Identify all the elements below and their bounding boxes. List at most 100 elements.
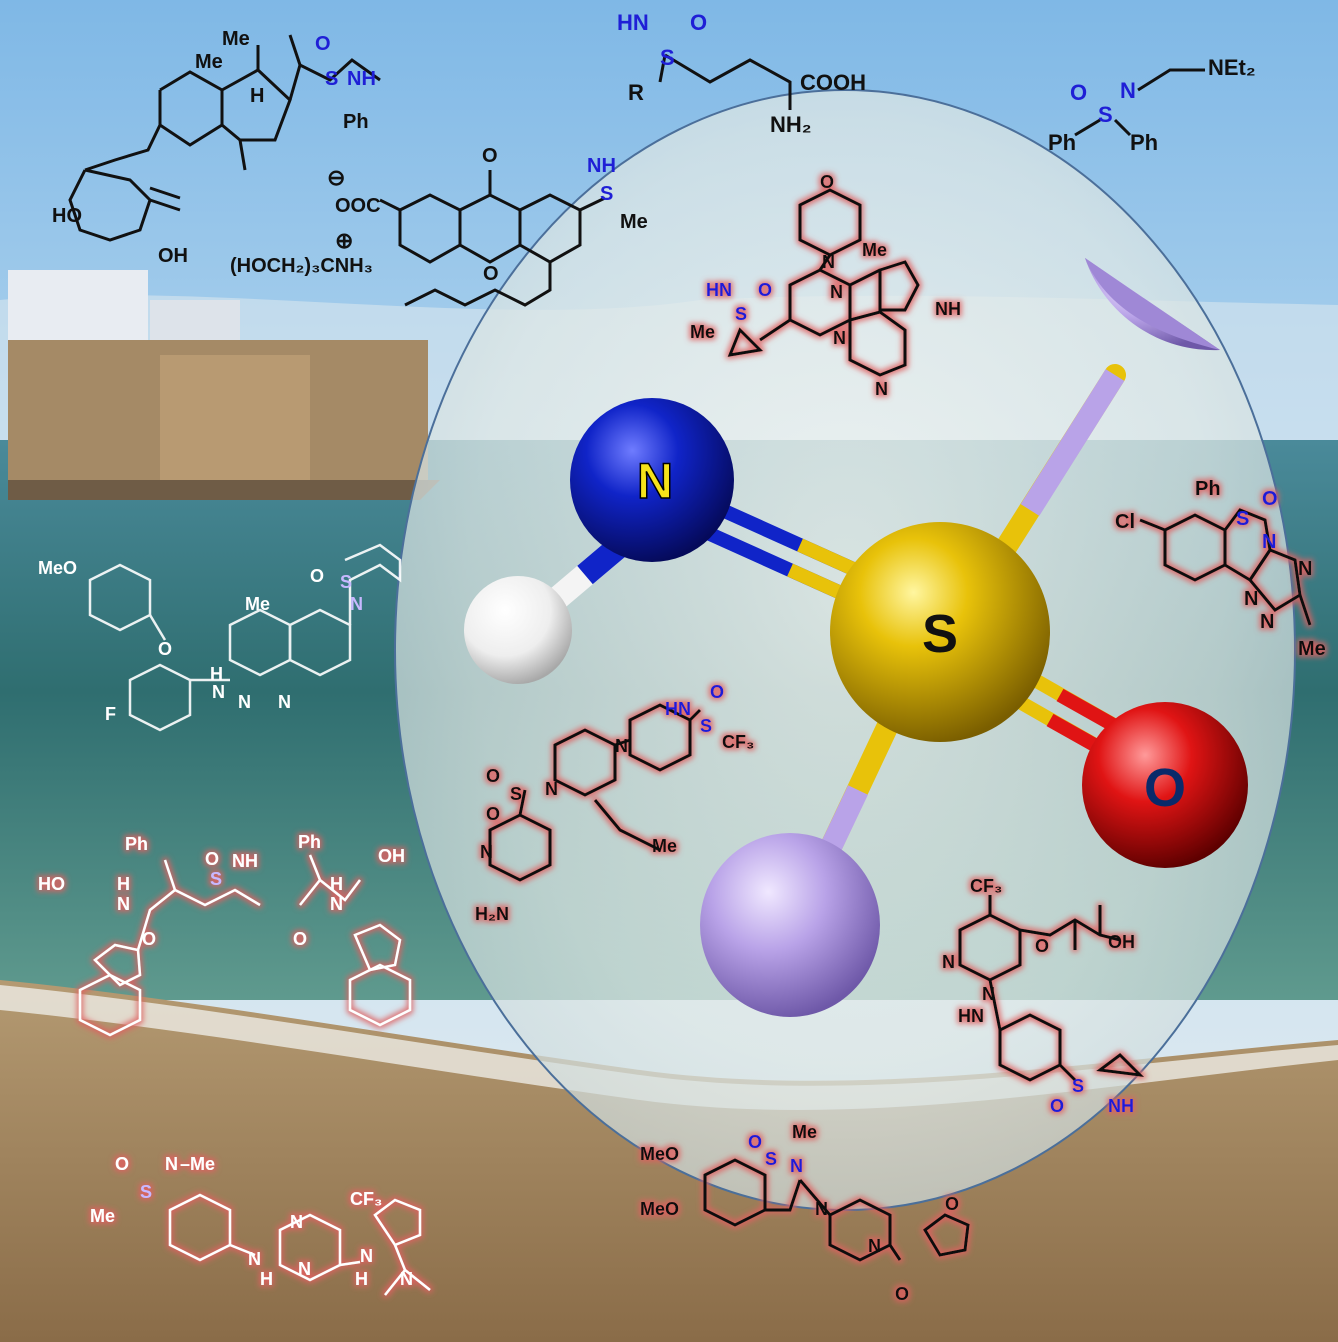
- pept-ph2: Ph: [298, 832, 321, 852]
- nme-me2: Me: [90, 1206, 115, 1226]
- ph2-o: O: [1070, 80, 1087, 105]
- pip-o2: O: [486, 766, 500, 786]
- nme-h1: H: [260, 1269, 273, 1289]
- morph-hn: HN: [706, 280, 732, 300]
- pip-s2: S: [510, 784, 522, 804]
- quin-n4: N: [278, 692, 291, 712]
- cf3pyr-cf3: CF₃: [970, 876, 1002, 896]
- quin-n3: N: [238, 692, 251, 712]
- cf3pyr-o: O: [1035, 936, 1049, 956]
- molecule-furan-piperazine: O S Me N MeO MeO N N O O: [640, 1122, 970, 1304]
- cf3pyr-s: S: [1072, 1076, 1084, 1096]
- xanth-counterion: (HOCH₂)₃CNH₃: [230, 255, 373, 277]
- aa-nh2: NH₂: [770, 112, 812, 137]
- pip-n3: N: [480, 842, 493, 862]
- ph2-s: S: [1098, 102, 1113, 127]
- xanth-s: S: [600, 183, 613, 205]
- molecule-vitamin-d-sulfoximine: [68, 34, 381, 242]
- pept-o3: O: [205, 849, 219, 869]
- pept-oh: OH: [378, 846, 405, 866]
- nitrogen-label: N: [637, 453, 673, 509]
- xanth-nh: NH: [587, 155, 616, 177]
- nme-n5: N: [400, 1269, 413, 1289]
- nme-n2: N: [298, 1259, 311, 1279]
- morph-n1: N: [830, 282, 843, 302]
- furan-s: S: [765, 1149, 777, 1169]
- pept-n1: N: [117, 894, 130, 914]
- morph-n: N: [822, 252, 835, 272]
- pept-o2: O: [293, 929, 307, 949]
- pip-cf3: CF₃: [722, 732, 754, 752]
- oxygen-label: O: [1144, 758, 1186, 818]
- triaz-o: O: [1262, 488, 1278, 510]
- furan-o: O: [748, 1132, 762, 1152]
- pip-o: O: [710, 682, 724, 702]
- furan-n1: N: [815, 1199, 828, 1219]
- vitd-s: S: [325, 68, 338, 90]
- furan-n: N: [790, 1156, 803, 1176]
- pept-h2: H: [330, 874, 343, 894]
- oxygen-atom: [1082, 702, 1248, 868]
- ph2-ph1: Ph: [1048, 130, 1076, 155]
- molecule-triazole: Ph S O N Cl N N N Me: [1115, 478, 1326, 660]
- molecule-n-methyl-sulfoximine: O N –Me S Me CF₃ N N H N H N N: [90, 1154, 431, 1296]
- molecule-indanol-dimer: Ph Ph HO OH H N H N O O O S NH: [38, 832, 412, 1037]
- furan-o3: O: [945, 1194, 959, 1214]
- triaz-n2: N: [1244, 588, 1258, 610]
- morph-n2: N: [833, 328, 846, 348]
- pip-hn: HN: [665, 699, 691, 719]
- triaz-n: N: [1262, 531, 1276, 553]
- morph-o2: O: [758, 280, 772, 300]
- pept-s: S: [210, 869, 222, 889]
- morph-me: Me: [862, 240, 887, 260]
- furan-n2: N: [868, 1236, 881, 1256]
- triaz-n4: N: [1298, 558, 1312, 580]
- cf3pyr-n2: N: [982, 984, 995, 1004]
- furan-meo2: MeO: [640, 1199, 679, 1219]
- vitd-o: O: [315, 33, 331, 55]
- pip-o3: O: [486, 804, 500, 824]
- quin-me: Me: [245, 594, 270, 614]
- quin-n2: N: [212, 682, 225, 702]
- cf3pyr-o2: O: [1050, 1096, 1064, 1116]
- nitrogen-atom: [570, 398, 734, 562]
- vitd-me1: Me: [222, 28, 250, 50]
- cf3pyr-n1: N: [942, 952, 955, 972]
- molecule-amino-acid-sulfoximine: [658, 53, 792, 110]
- pip-s: S: [700, 716, 712, 736]
- aa-r: R: [628, 80, 644, 105]
- hydrogen-atom: [464, 576, 572, 684]
- nme-n1: N: [290, 1212, 303, 1232]
- aa-s: S: [660, 45, 675, 70]
- nme-h2: H: [355, 1269, 368, 1289]
- furan-meo1: MeO: [640, 1144, 679, 1164]
- xanth-ooc: OOC: [335, 195, 381, 217]
- triaz-me: Me: [1298, 638, 1326, 660]
- morph-n3: N: [875, 379, 888, 399]
- xanth-plus: ⊕: [335, 228, 353, 253]
- xanth-o-top: O: [482, 145, 498, 167]
- pip-h2n: H₂N: [475, 904, 509, 924]
- vitd-ph: Ph: [343, 111, 369, 133]
- morph-me2: Me: [690, 322, 715, 342]
- molecule-xanthone-sulfoximine: [379, 170, 606, 307]
- aa-o: O: [690, 10, 707, 35]
- nme-o: O: [115, 1154, 129, 1174]
- xanth-me: Me: [620, 211, 648, 233]
- furan-me: Me: [792, 1122, 817, 1142]
- quin-meo: MeO: [38, 558, 77, 578]
- ph2-ph2: Ph: [1130, 130, 1158, 155]
- vitd-nh: NH: [347, 68, 376, 90]
- morph-s: S: [735, 304, 747, 324]
- vitd-oh: OH: [158, 245, 188, 267]
- triaz-cl: Cl: [1115, 511, 1135, 533]
- pip-n1: N: [615, 736, 628, 756]
- quin-f: F: [105, 704, 116, 724]
- triaz-s: S: [1236, 508, 1249, 530]
- molecule-morpholine-pyrimidine: O N Me HN O S Me N N NH N: [690, 172, 961, 399]
- quin-s: S: [340, 572, 352, 592]
- quin-o2: O: [310, 566, 324, 586]
- triaz-n3: N: [1260, 611, 1274, 633]
- nme-n: N: [165, 1154, 178, 1174]
